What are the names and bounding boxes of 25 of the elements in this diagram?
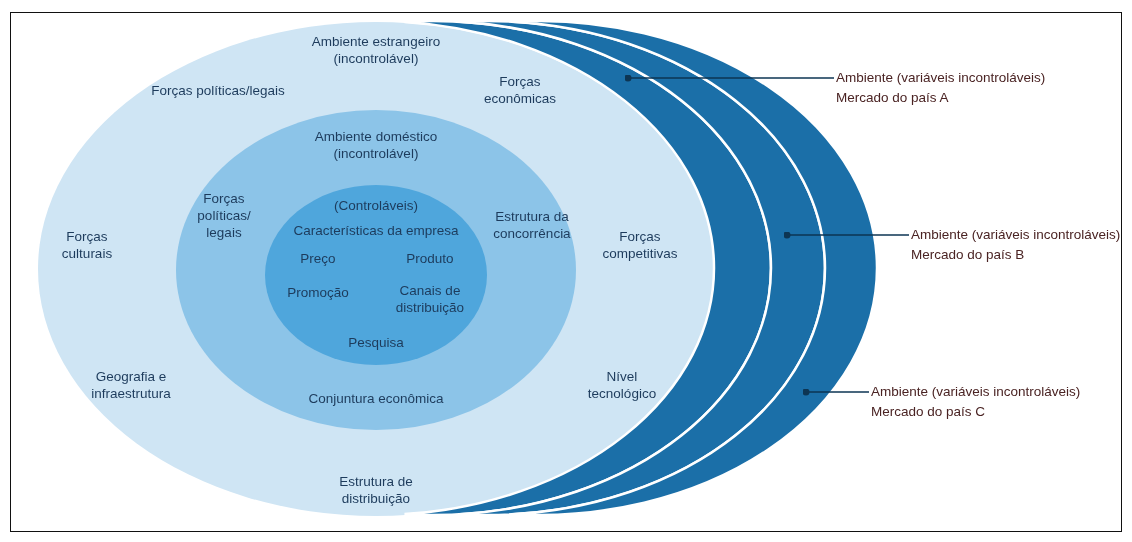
leader-line: [624, 74, 835, 82]
region-label: Pesquisa: [347, 333, 405, 351]
leader-line: [783, 231, 910, 239]
region-label: Preço: [299, 249, 337, 267]
callout-text: Ambiente (variáveis incontroláveis) Mercado do país A: [836, 68, 1046, 107]
region-title: Ambiente estrangeiro (incontrolável): [310, 33, 442, 67]
region-label: Forças políticas/legais: [150, 81, 286, 99]
region-label: Forças políticas/ legais: [196, 189, 252, 241]
region-label: Forças competitivas: [601, 228, 679, 262]
region-label: Produto: [405, 249, 455, 267]
region-label: Canais de distribuição: [394, 282, 466, 316]
region-label: Conjuntura econômica: [307, 389, 445, 407]
callout-text: Ambiente (variáveis incontroláveis) Mercado do país C: [871, 382, 1081, 421]
region-label: Forças culturais: [60, 228, 114, 262]
region-label: Promoção: [286, 283, 350, 301]
region-label: Geografia e infraestrutura: [90, 368, 172, 402]
region-title: (Controláveis): [333, 196, 419, 214]
region-title: Ambiente doméstico (incontrolável): [313, 128, 439, 162]
region-label: Forças econômicas: [482, 73, 557, 107]
region-label: Características da empresa: [292, 221, 460, 239]
leader-line: [802, 388, 870, 396]
callout-text: Ambiente (variáveis incontroláveis) Mercado do país B: [911, 225, 1121, 264]
region-label: Nível tecnológico: [586, 368, 658, 402]
region-label: Estrutura da concorrência: [492, 208, 572, 242]
region-label: Estrutura de distribuição: [338, 473, 414, 507]
